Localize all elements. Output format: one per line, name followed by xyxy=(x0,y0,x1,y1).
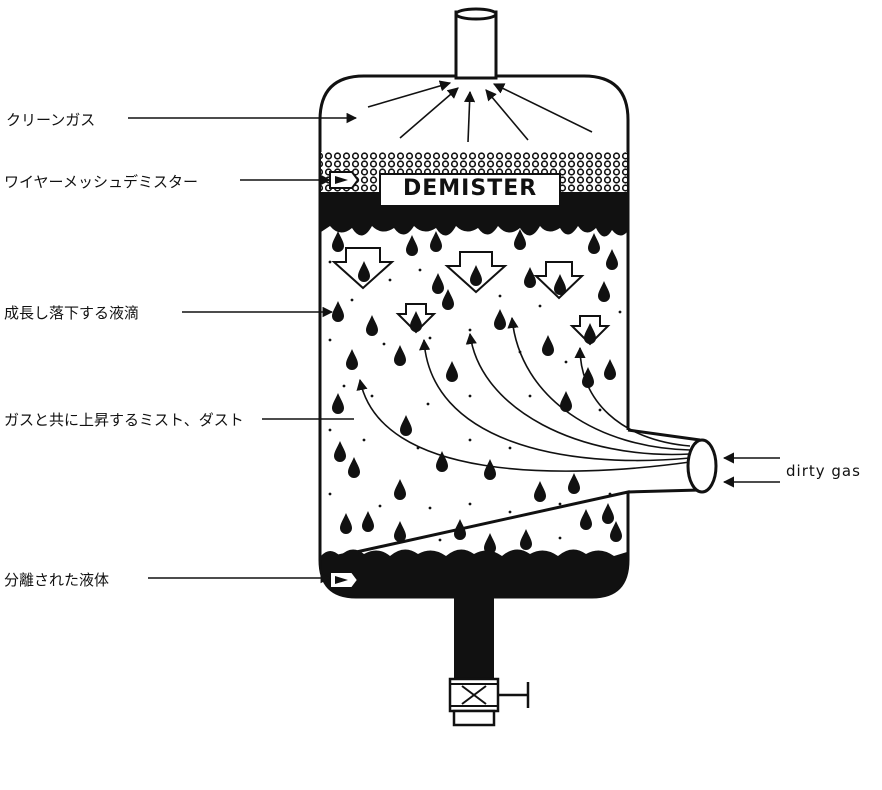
label-leader-lines xyxy=(128,112,358,584)
mist-dots xyxy=(328,260,622,542)
separated-liquid-label: 分離された液体 xyxy=(4,571,110,589)
demister-label: DEMISTER xyxy=(403,176,538,201)
separated-liquid-pool xyxy=(321,549,627,596)
dirty-gas-arrows xyxy=(722,452,780,488)
clean-gas-label: クリーンガス xyxy=(6,111,96,129)
wire-mesh-pad xyxy=(321,152,627,216)
rising-gas-flow-curves xyxy=(356,316,691,472)
dirty-gas-label: dirty gas xyxy=(786,462,861,480)
growing-droplets-label: 成長し落下する液滴 xyxy=(4,304,140,322)
wire-mesh-demister-label: ワイヤーメッシュデミスター xyxy=(4,173,198,191)
clean-gas-flow-arrows xyxy=(367,80,593,143)
gas-inlet-pipe xyxy=(627,428,718,494)
pad-drip-fringe xyxy=(321,216,627,237)
gas-outlet-pipe xyxy=(454,7,498,80)
rising-mist-label: ガスと共に上昇するミスト、ダスト xyxy=(4,411,244,429)
drain-pipe-valve xyxy=(448,597,530,727)
